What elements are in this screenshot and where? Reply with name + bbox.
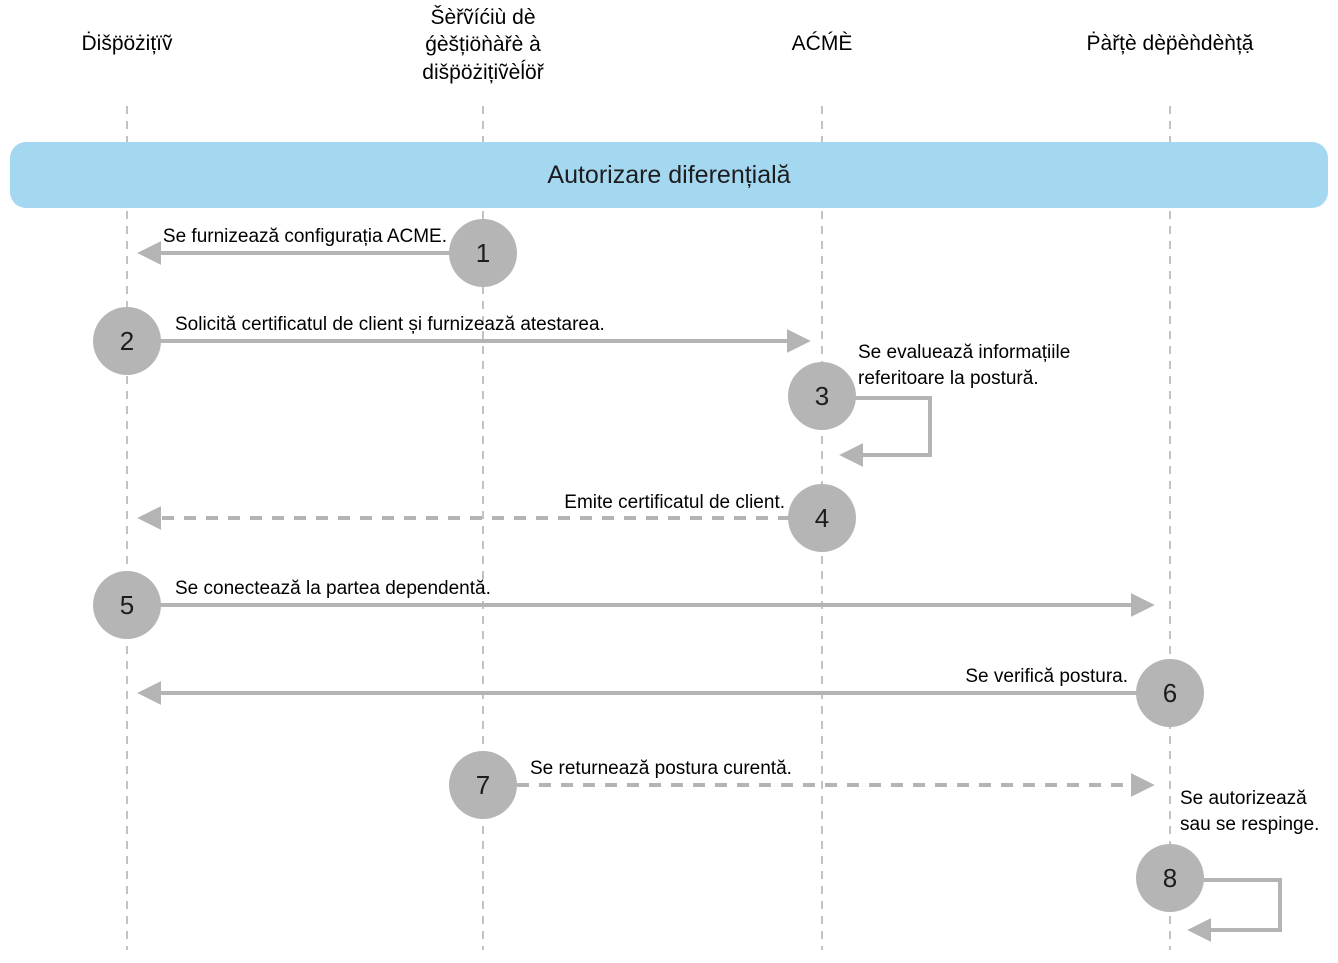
actor-device: Ḋišp̈öżițïṽ [81, 32, 173, 55]
step-number-2: 2 [119, 325, 135, 356]
message-step-3: Se evaluează informațiile referitoare la… [858, 342, 1071, 389]
step-badge-2: 2 [93, 307, 161, 375]
step-number-4: 4 [814, 502, 830, 533]
step-number-7: 7 [475, 769, 491, 800]
message-step-8: Se autorizează sau se respinge. [1180, 788, 1320, 835]
step-number-1: 1 [475, 237, 491, 268]
step-badge-3: 3 [788, 362, 856, 430]
self-arrow-step-3 [824, 396, 932, 467]
step-badge-6: 6 [1136, 659, 1204, 727]
message-step-5: Se conectează la partea dependentă. [175, 578, 491, 599]
step-badge-1: 1 [449, 219, 517, 287]
message-step-2: Solicită certificatul de client și furni… [175, 314, 605, 335]
step-badge-8: 8 [1136, 844, 1204, 912]
phase-banner: Autorizare diferențială [10, 142, 1328, 208]
phase-banner-title: Autorizare diferențială [547, 160, 791, 189]
step-badge-4: 4 [788, 484, 856, 552]
step-badge-7: 7 [449, 751, 517, 819]
message-step-6: Se verifică postura. [965, 666, 1128, 687]
step-badge-5: 5 [93, 571, 161, 639]
step-number-3: 3 [814, 380, 830, 411]
message-step-7: Se returnează postura curentă. [530, 758, 792, 779]
actor-acme: AĆḾÈ [791, 32, 853, 55]
step-number-6: 6 [1162, 677, 1178, 708]
actor-relying-party: Ṗàřțè dèp̈èǹdèǹțặ [1086, 32, 1254, 55]
self-arrow-step-8 [1187, 878, 1282, 942]
message-step-1: Se furnizează configurația ACME. [162, 226, 447, 247]
step-number-5: 5 [119, 589, 135, 620]
message-step-4: Emite certificatul de client. [564, 492, 785, 513]
actor-mdm-service: Šèřṽíćiù dè ǵèšțiöǹàřè à dišp̈öżițiṽèĺöř [422, 6, 544, 84]
step-number-8: 8 [1162, 862, 1178, 893]
